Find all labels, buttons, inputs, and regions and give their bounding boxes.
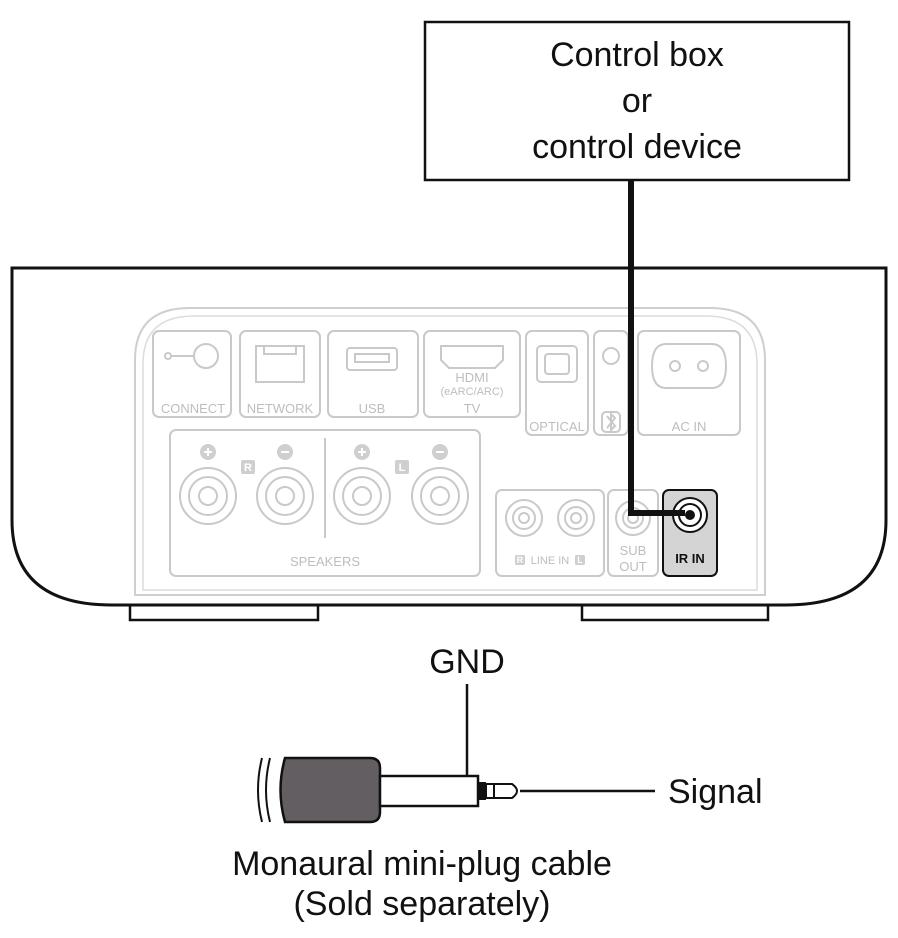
speaker-l-label: L bbox=[399, 462, 406, 474]
ir-in-label: IR IN bbox=[675, 551, 705, 566]
speakers-frame bbox=[169, 429, 481, 577]
line-in-l-label: L bbox=[577, 555, 583, 565]
connect-label: CONNECT bbox=[161, 401, 225, 416]
line-in-label: LINE IN bbox=[531, 555, 570, 567]
ac-in-label: AC IN bbox=[672, 419, 707, 434]
device-foot-left bbox=[128, 605, 320, 622]
speakers-label: SPEAKERS bbox=[290, 554, 360, 569]
control-box bbox=[423, 20, 851, 182]
speaker-r-badge bbox=[241, 460, 255, 474]
usb-port-icon bbox=[346, 347, 398, 371]
ethernet-port-icon bbox=[255, 345, 305, 383]
line-in-l-jack bbox=[557, 499, 595, 537]
ir-in-jack[interactable] bbox=[672, 497, 708, 533]
plus-icon bbox=[354, 444, 370, 460]
optical-port-frame bbox=[525, 330, 589, 436]
control-cable bbox=[628, 180, 685, 516]
control-box-line1: Control box bbox=[550, 36, 724, 74]
speaker-r-label: R bbox=[244, 462, 252, 474]
network-label: NETWORK bbox=[247, 401, 314, 416]
mini-plug-cable-icon bbox=[257, 756, 518, 824]
speaker-terminal-r-plus bbox=[179, 467, 237, 525]
cable-caption-line2: (Sold separately) bbox=[293, 885, 550, 923]
network-port-frame bbox=[239, 330, 321, 418]
usb-port-frame bbox=[327, 330, 419, 418]
device-foot-right bbox=[580, 605, 770, 622]
line-in-r-label: R bbox=[517, 555, 524, 565]
bluetooth-button-icon[interactable] bbox=[601, 411, 621, 433]
plus-icon bbox=[200, 444, 216, 460]
usb-label: USB bbox=[359, 401, 386, 416]
optical-label: OPTICAL bbox=[529, 419, 585, 434]
line-in-frame bbox=[495, 489, 605, 577]
control-box-line2: or bbox=[622, 82, 652, 120]
minus-icon bbox=[277, 444, 293, 460]
hdmi-label: HDMI bbox=[455, 370, 488, 385]
gnd-label: GND bbox=[429, 643, 505, 681]
hdmi-port-icon bbox=[440, 345, 504, 369]
status-led-icon bbox=[602, 347, 620, 365]
speaker-l-badge bbox=[395, 460, 409, 474]
speaker-terminal-l-minus bbox=[411, 467, 469, 525]
hdmi-port-frame bbox=[423, 330, 521, 418]
tv-label: TV bbox=[464, 401, 481, 416]
hdmi-sub-label: (eARC/ARC) bbox=[441, 386, 504, 398]
line-in-r-jack bbox=[505, 499, 543, 537]
speaker-terminal-l-plus bbox=[333, 467, 391, 525]
speaker-terminal-r-minus bbox=[256, 467, 314, 525]
out-label: OUT bbox=[619, 559, 647, 574]
signal-label: Signal bbox=[668, 773, 763, 811]
optical-port-icon bbox=[536, 345, 578, 383]
ac-in-frame bbox=[637, 330, 741, 436]
rear-panel-inner bbox=[142, 315, 758, 591]
ac-inlet-icon bbox=[650, 343, 728, 389]
cable-caption-line1: Monaural mini-plug cable bbox=[232, 845, 612, 883]
minus-icon bbox=[432, 444, 448, 460]
control-box-line3: control device bbox=[532, 128, 742, 166]
connect-port-frame bbox=[152, 330, 232, 418]
sub-label: SUB bbox=[620, 543, 647, 558]
